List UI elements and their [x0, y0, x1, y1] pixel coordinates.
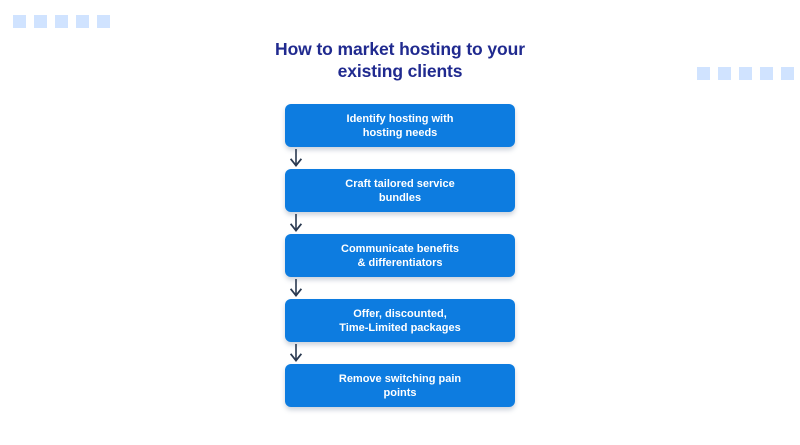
decorative-top-right-square [718, 67, 731, 80]
decorative-top-left-square [97, 15, 110, 28]
flow-box-label-line-1: Identify hosting with [346, 112, 454, 125]
flow-box-label-line-1: Communicate benefits [341, 242, 459, 255]
decorative-top-right-square [760, 67, 773, 80]
decorative-top-right-square [697, 67, 710, 80]
arrow-down-icon [289, 279, 303, 297]
flow-box-label-line-1: Craft tailored service [345, 177, 455, 190]
decorative-top-left-square [76, 15, 89, 28]
flow-box-label-line-2: hosting needs [362, 126, 438, 139]
decorative-top-right-square [739, 67, 752, 80]
page-title-line-2: existing clients [337, 61, 463, 81]
flow-box-label-line-2: Time-Limited packages [339, 321, 461, 334]
flow-box-label: Offer, discounted,Time-Limited packages [339, 307, 460, 335]
decorative-top-right-square [781, 67, 794, 80]
arrow-down-icon [289, 214, 303, 232]
flow-step: Communicate benefits& differentiators [285, 234, 515, 277]
decorative-squares-top-right [697, 67, 794, 80]
flow-connector [285, 147, 307, 169]
page-title-line-1: How to market hosting to your [275, 39, 525, 59]
flow-box-3[interactable]: Communicate benefits& differentiators [285, 234, 515, 277]
decorative-squares-top-left [13, 15, 110, 28]
flow-box-label-line-2: bundles [378, 191, 422, 204]
flow-box-label-line-2: points [383, 386, 417, 399]
decorative-top-left-square [34, 15, 47, 28]
flow-connector [285, 277, 307, 299]
flow-box-label: Communicate benefits& differentiators [341, 242, 459, 270]
page-title: How to market hosting to your existing c… [0, 38, 800, 82]
flow-box-label-line-2: & differentiators [357, 256, 443, 269]
flow-connector [285, 342, 307, 364]
arrow-down-icon [289, 344, 303, 362]
flow-box-4[interactable]: Offer, discounted,Time-Limited packages [285, 299, 515, 342]
decorative-top-left-square [55, 15, 68, 28]
flow-box-label-line-1: Remove switching pain [338, 372, 462, 385]
decorative-top-left-square [13, 15, 26, 28]
flow-step: Offer, discounted,Time-Limited packages [285, 299, 515, 342]
flow-box-label-line-1: Offer, discounted, [353, 307, 447, 320]
arrow-down-icon [289, 149, 303, 167]
flow-connector [285, 212, 307, 234]
